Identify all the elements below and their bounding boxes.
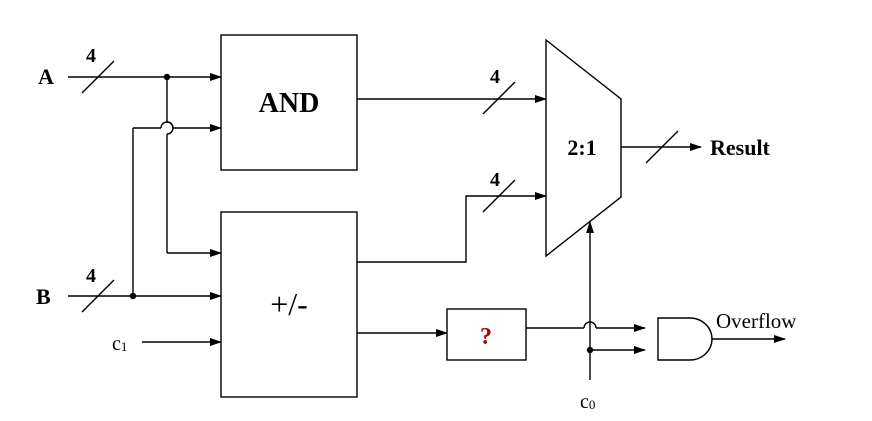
mux-block <box>545 38 622 258</box>
addsub-block <box>220 211 358 398</box>
input-c1-label: c1 <box>112 333 127 355</box>
bus-slash-and-out <box>482 81 516 115</box>
mux-block-label: 2:1 <box>567 135 596 160</box>
result-label: Result <box>710 135 771 160</box>
overflow-and-gate <box>657 317 713 361</box>
input-c0-label: c0 <box>580 391 595 413</box>
and-block-label: AND <box>259 88 320 119</box>
bus-width-label-addsub-out: 4 <box>490 169 500 191</box>
overflow-label: Overflow <box>716 309 797 333</box>
wire-b-hop <box>160 121 174 129</box>
bus-slash-addsub-out <box>482 179 516 213</box>
bus-width-label-b: 4 <box>86 265 96 287</box>
wire-addsub-out <box>357 192 547 263</box>
and-block <box>220 34 358 171</box>
addsub-block-label: +/- <box>270 286 308 322</box>
bus-slash-result <box>645 130 679 164</box>
unknown-block <box>446 308 527 361</box>
bus-slash-a <box>81 60 115 94</box>
input-a-label: A <box>38 64 54 89</box>
input-b-label: B <box>36 284 51 309</box>
bus-slash-b <box>81 279 115 313</box>
bus-width-label-a: 4 <box>86 45 96 67</box>
unknown-block-label: ? <box>480 324 492 350</box>
bus-width-label-and-out: 4 <box>490 66 500 88</box>
